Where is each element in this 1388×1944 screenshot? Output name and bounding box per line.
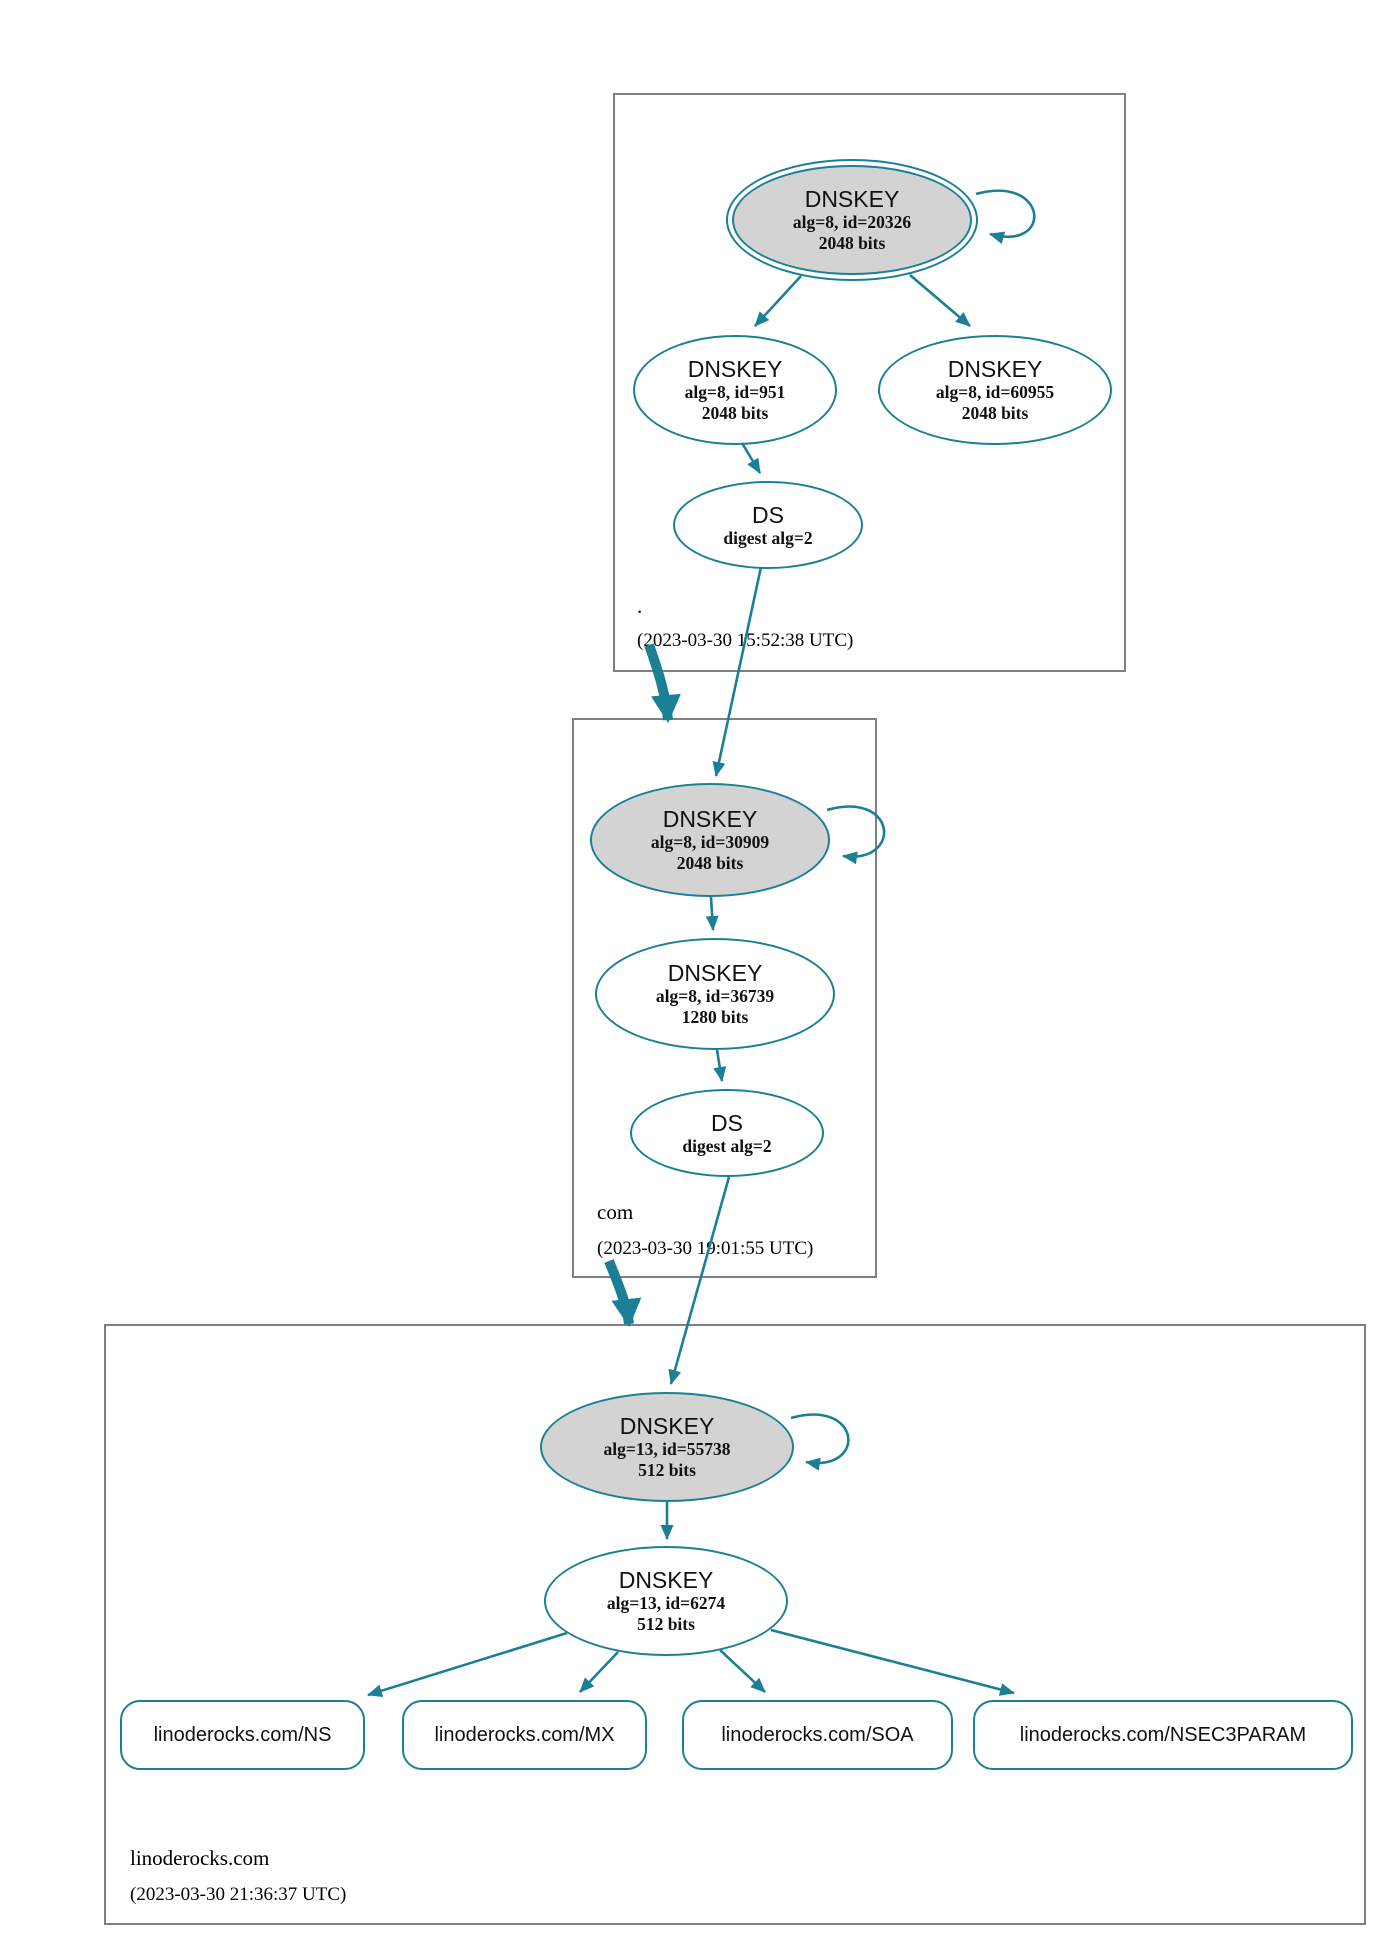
zone-name-linoderocks: linoderocks.com (130, 1846, 270, 1870)
node-type-label: DNSKEY (667, 960, 763, 986)
node-detail-digest: digest alg=2 (723, 527, 813, 548)
node-type-label: DNSKEY (687, 356, 783, 382)
node-type-label: DNSKEY (947, 356, 1043, 382)
node-detail-alg-id: alg=8, id=20326 (792, 212, 912, 232)
rrset-node-ns[interactable]: linoderocks.com/NS (120, 1700, 365, 1770)
node-type-label: DNSKEY (618, 1567, 714, 1593)
rrset-node-soa[interactable]: linoderocks.com/SOA (682, 1700, 953, 1770)
dnskey-node-com-ksk[interactable]: DNSKEY alg=8, id=30909 2048 bits (590, 783, 830, 897)
zone-timestamp-com: (2023-03-30 19:01:55 UTC) (597, 1238, 814, 1259)
node-detail-bits: 2048 bits (701, 403, 769, 423)
node-type-label: DS (711, 1109, 743, 1136)
node-detail-bits: 512 bits (638, 1460, 696, 1480)
dnskey-node-root-ksk[interactable]: DNSKEY alg=8, id=20326 2048 bits (726, 159, 978, 281)
dnskey-node-root-zsk2[interactable]: DNSKEY alg=8, id=60955 2048 bits (878, 335, 1112, 445)
node-detail-alg-id: alg=13, id=55738 (603, 1439, 731, 1459)
zone-name-root: . (637, 594, 643, 618)
node-detail-bits: 512 bits (637, 1614, 695, 1634)
ds-node-root[interactable]: DS digest alg=2 (673, 481, 863, 569)
node-detail-bits: 2048 bits (818, 233, 886, 253)
dnskey-node-lino-zsk[interactable]: DNSKEY alg=13, id=6274 512 bits (544, 1546, 788, 1656)
dnskey-node-com-zsk[interactable]: DNSKEY alg=8, id=36739 1280 bits (595, 938, 835, 1050)
node-detail-digest: digest alg=2 (682, 1135, 772, 1156)
node-detail-alg-id: alg=8, id=30909 (650, 832, 770, 852)
dnskey-node-lino-ksk[interactable]: DNSKEY alg=13, id=55738 512 bits (540, 1392, 794, 1502)
zone-timestamp-root: (2023-03-30 15:52:38 UTC) (637, 630, 854, 651)
rrset-node-nsec3param[interactable]: linoderocks.com/NSEC3PARAM (973, 1700, 1353, 1770)
node-detail-alg-id: alg=8, id=36739 (655, 986, 775, 1006)
node-type-label: DS (752, 501, 784, 528)
zone-timestamp-linoderocks: (2023-03-30 21:36:37 UTC) (130, 1884, 347, 1905)
node-type-label: DNSKEY (662, 806, 758, 832)
dnskey-node-root-zsk1[interactable]: DNSKEY alg=8, id=951 2048 bits (633, 335, 837, 445)
ds-node-com[interactable]: DS digest alg=2 (630, 1089, 824, 1177)
node-detail-bits: 2048 bits (961, 403, 1029, 423)
rrset-node-mx[interactable]: linoderocks.com/MX (402, 1700, 647, 1770)
node-detail-alg-id: alg=8, id=60955 (935, 382, 1055, 402)
node-detail-bits: 1280 bits (681, 1007, 749, 1027)
zone-name-com: com (597, 1200, 634, 1224)
node-type-label: DNSKEY (619, 1413, 715, 1439)
node-detail-alg-id: alg=8, id=951 (684, 382, 786, 402)
node-detail-bits: 2048 bits (676, 853, 744, 873)
node-type-label: DNSKEY (804, 186, 900, 212)
dnskey-node-root-ksk-inner: DNSKEY alg=8, id=20326 2048 bits (732, 165, 972, 275)
node-detail-alg-id: alg=13, id=6274 (606, 1593, 726, 1613)
